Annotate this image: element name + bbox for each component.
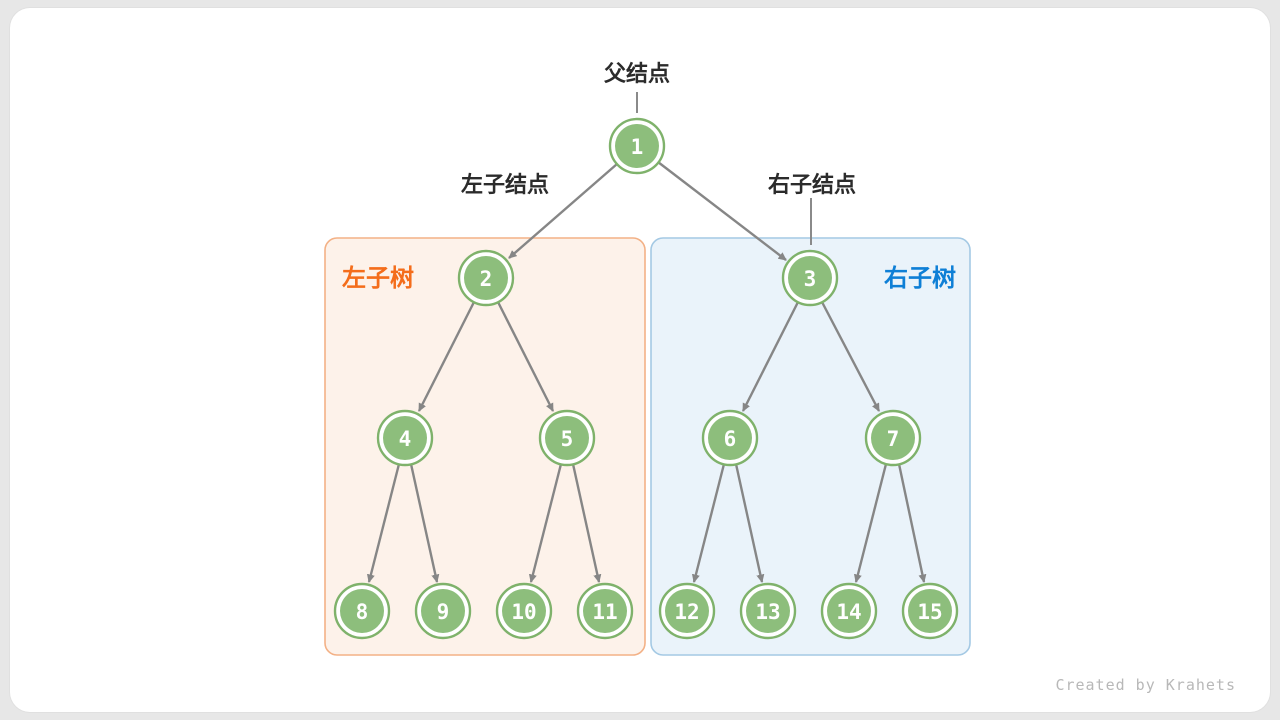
tree-edge-7-15 [897,463,927,583]
node-value: 1 [631,135,644,159]
node-value: 14 [836,600,861,624]
node-circle [908,589,952,633]
left-subtree-box [324,237,646,656]
node-value: 6 [724,427,737,451]
tree-edge-4-9 [409,463,440,583]
node-value: 8 [356,600,369,624]
tree-node-5: 5 [538,409,596,467]
tree-edge-4-8 [366,463,401,583]
node-value: 11 [592,600,617,624]
tree-node-8: 8 [333,582,391,640]
tree-node-7: 7 [864,409,922,467]
tree-edge-2-5 [496,301,555,412]
tree-node-9: 9 [414,582,472,640]
node-value: 7 [887,427,900,451]
right-subtree-label: 右子树 [884,264,956,292]
tree-edge-5-10 [528,463,563,583]
node-circle [545,416,589,460]
tree-node-11: 11 [576,582,634,640]
node-circle [502,589,546,633]
tree-edge-6-13 [734,463,765,583]
parent-node-label: 父结点 [604,61,670,87]
left-subtree-label: 左子树 [342,264,414,292]
node-circle [421,589,465,633]
tree-edge-1-3 [657,161,787,261]
node-circle [871,416,915,460]
tree-node-1: 1 [608,117,666,175]
node-circle [383,416,427,460]
node-circle [583,589,627,633]
node-circle [708,416,752,460]
node-value: 10 [511,600,536,624]
node-circle [340,589,384,633]
tree-node-2: 2 [457,249,515,307]
node-circle [464,256,508,300]
tree-node-10: 10 [495,582,553,640]
node-value: 3 [804,267,817,291]
node-value: 12 [674,600,699,624]
tree-node-14: 14 [820,582,878,640]
tree-node-13: 13 [739,582,797,640]
node-value: 9 [437,600,450,624]
watermark-credit: Created by Krahets [1055,676,1236,694]
node-circle [665,589,709,633]
tree-edge-5-11 [571,463,602,583]
node-circle [615,124,659,168]
tree-node-12: 12 [658,582,716,640]
node-circle [788,256,832,300]
tree-edge-1-2 [508,163,618,259]
node-circle [827,589,871,633]
left-child-label: 左子结点 [461,172,549,198]
node-value: 13 [755,600,780,624]
right-child-label: 右子结点 [768,172,856,198]
node-value: 5 [561,427,574,451]
tree-edge-3-7 [820,301,881,412]
node-value: 15 [917,600,942,624]
node-value: 4 [399,427,412,451]
tree-edge-7-14 [853,463,888,583]
node-value: 2 [480,267,493,291]
tree-edge-6-12 [691,463,726,583]
tree-edge-2-4 [417,301,476,412]
node-circle [746,589,790,633]
tree-node-6: 6 [701,409,759,467]
tree-node-3: 3 [781,249,839,307]
tree-node-4: 4 [376,409,434,467]
tree-edge-3-6 [741,301,800,412]
tree-node-15: 15 [901,582,959,640]
